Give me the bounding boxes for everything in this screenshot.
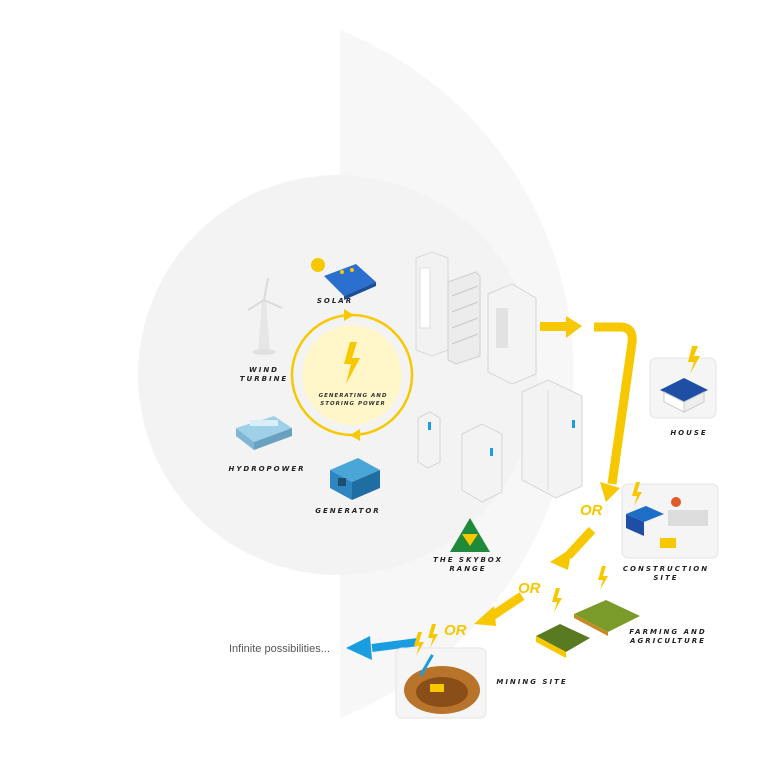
battery-cabinet-double — [461, 423, 503, 503]
generator-label: GENERATOR — [315, 507, 381, 515]
battery-cabinet-container — [521, 379, 583, 499]
center-glow — [302, 325, 402, 425]
flow-path — [346, 316, 637, 660]
australian-made-logo — [450, 518, 490, 552]
house-label: HOUSE — [670, 429, 708, 437]
or-label-1: OR — [580, 502, 603, 519]
construction-site-icon — [621, 482, 719, 559]
cycle-arrow-bottom — [350, 429, 360, 441]
solar-label: SOLAR — [316, 297, 354, 305]
battery-rack — [447, 271, 481, 365]
wind-turbine-label: WIND TURBINE — [239, 366, 289, 383]
or-label-3: OR — [444, 622, 467, 639]
lightning-bolt-icon — [344, 342, 360, 384]
solar-panel-icon — [311, 258, 376, 300]
center-label: GENERATING AND STORING POWER — [318, 393, 388, 407]
or-label-2: OR — [518, 580, 541, 597]
farming-icon — [536, 566, 640, 658]
house-icon — [649, 346, 717, 419]
construction-site-label: CONSTRUCTION SITE — [622, 565, 710, 582]
battery-cabinet-tall — [415, 251, 449, 357]
hydropower-label: HYDROPOWER — [228, 465, 306, 473]
battery-cabinet-large — [487, 283, 537, 385]
hydropower-icon — [236, 416, 292, 450]
generator-icon — [330, 458, 380, 500]
wind-turbine-icon — [247, 277, 283, 355]
battery-cabinet-small — [417, 411, 441, 469]
mining-site-icon — [395, 624, 487, 719]
mining-site-label: MINING SITE — [496, 678, 568, 686]
skybox-range-label: THE SKYBOX RANGE — [433, 556, 503, 573]
farming-label: FARMING AND AGRICULTURE — [629, 628, 707, 645]
infinite-possibilities-text: Infinite possibilities... — [229, 643, 330, 655]
cycle-arrow-top — [344, 309, 354, 321]
